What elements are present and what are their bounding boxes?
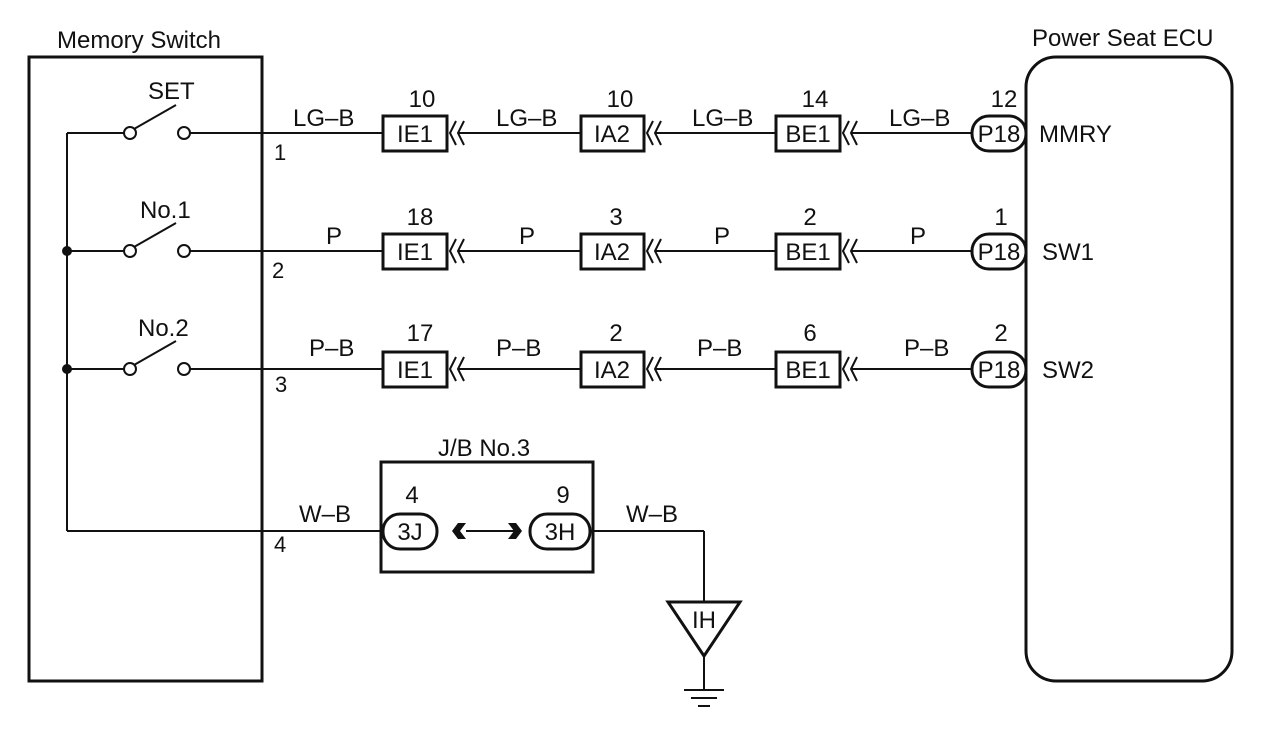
connector-arrow-icon	[452, 523, 466, 539]
switch-label: SET	[148, 78, 195, 105]
ground-triangle	[665, 600, 743, 659]
ecu-connector	[970, 114, 1028, 153]
wire-color: W–B	[626, 501, 678, 528]
ecu-connector	[970, 232, 1028, 271]
connector-box	[381, 114, 449, 153]
junction-block-title: J/B No.3	[438, 435, 530, 462]
switch-set: SET 1	[67, 78, 383, 165]
connector-box	[381, 232, 449, 271]
switch-no1: No.1 2	[67, 197, 383, 283]
circuit-sw2: P–B P–B P–B P–B IE1 17 IA2 2 BE1 6 P18 2…	[309, 320, 1094, 389]
wire-color: P	[326, 223, 342, 250]
connector-label: BE1	[785, 239, 830, 266]
connector-label: BE1	[785, 357, 830, 384]
memory-switch-title: Memory Switch	[57, 27, 221, 54]
connector-box	[774, 114, 842, 153]
ecu-title: Power Seat ECU	[1032, 25, 1213, 52]
connector-pin: 17	[407, 320, 434, 347]
connector-box	[579, 350, 646, 389]
connector-pin: 18	[407, 204, 434, 231]
wire-color: P	[910, 223, 926, 250]
circuit-mmry: LG–B LG–B LG–B LG–B IE1 10 IA2 10 BE1 14…	[293, 86, 1112, 153]
connector-label: IE1	[397, 121, 433, 148]
connector-box	[579, 114, 646, 153]
jb-connector-label: 3J	[397, 519, 422, 546]
ecu-connector	[970, 350, 1028, 389]
ecu-connector-label: P18	[978, 357, 1021, 384]
connector-box	[774, 232, 842, 271]
connector-pin: 6	[803, 320, 816, 347]
jb-connector-3j	[381, 512, 439, 551]
wire-color: LG–B	[496, 105, 557, 132]
ground-point: IH	[665, 600, 743, 707]
wire-color: P–B	[309, 335, 354, 362]
connector-label: IE1	[397, 357, 433, 384]
wire-color: P	[714, 223, 730, 250]
connector-box	[774, 350, 842, 389]
connector-arrow-icon	[508, 523, 522, 539]
connector-pin: 10	[409, 86, 436, 113]
ecu-connector-pin: 2	[994, 320, 1007, 347]
wire-color: P–B	[904, 335, 949, 362]
connector-pin: 2	[609, 320, 622, 347]
ground-label: IH	[692, 607, 716, 634]
wire-color: LG–B	[293, 105, 354, 132]
jb-connector-pin: 4	[405, 482, 418, 509]
wire-color: P–B	[697, 335, 742, 362]
jb-connector-pin: 9	[556, 482, 569, 509]
connector-box	[381, 350, 449, 389]
pin-number: 1	[274, 140, 286, 165]
switch-no2: No.2 3	[67, 315, 383, 397]
connector-pin: 3	[609, 204, 622, 231]
ecu-connector-label: P18	[978, 121, 1021, 148]
pin-number: 3	[275, 372, 287, 397]
junction-block: J/B No.3 W–B 3J 4 3H 9 W–B	[299, 435, 705, 602]
switch-label: No.1	[140, 197, 191, 224]
switch-label: No.2	[138, 315, 189, 342]
wire-color: W–B	[299, 501, 351, 528]
ecu-connector-label: P18	[978, 239, 1021, 266]
connector-label: IA2	[594, 357, 630, 384]
ground-icon	[684, 689, 724, 707]
connector-label: BE1	[785, 121, 830, 148]
connector-pin: 10	[607, 86, 634, 113]
pin-number: 4	[274, 532, 286, 557]
ecu-terminal: SW1	[1042, 239, 1094, 266]
ecu-connector-pin: 12	[991, 86, 1018, 113]
ecu-connector-pin: 1	[994, 204, 1007, 231]
connector-pin: 14	[802, 86, 829, 113]
memory-switch: Memory Switch SET 1 No.1 2 No.2	[27, 27, 383, 683]
wire-color: LG–B	[889, 105, 950, 132]
ecu-terminal: MMRY	[1039, 121, 1112, 148]
connector-box	[579, 232, 646, 271]
ecu-terminal: SW2	[1042, 357, 1094, 384]
wire-color: P–B	[496, 335, 541, 362]
connector-pin: 2	[803, 204, 816, 231]
connector-label: IA2	[594, 239, 630, 266]
jb-connector-label: 3H	[545, 519, 576, 546]
wire-color: LG–B	[692, 105, 753, 132]
wire-color: P	[519, 223, 535, 250]
connector-label: IE1	[397, 239, 433, 266]
circuit-sw1: P P P P IE1 18 IA2 3 BE1 2 P18 1 SW1	[326, 204, 1094, 271]
connector-label: IA2	[594, 121, 630, 148]
pin-number: 2	[272, 258, 284, 283]
